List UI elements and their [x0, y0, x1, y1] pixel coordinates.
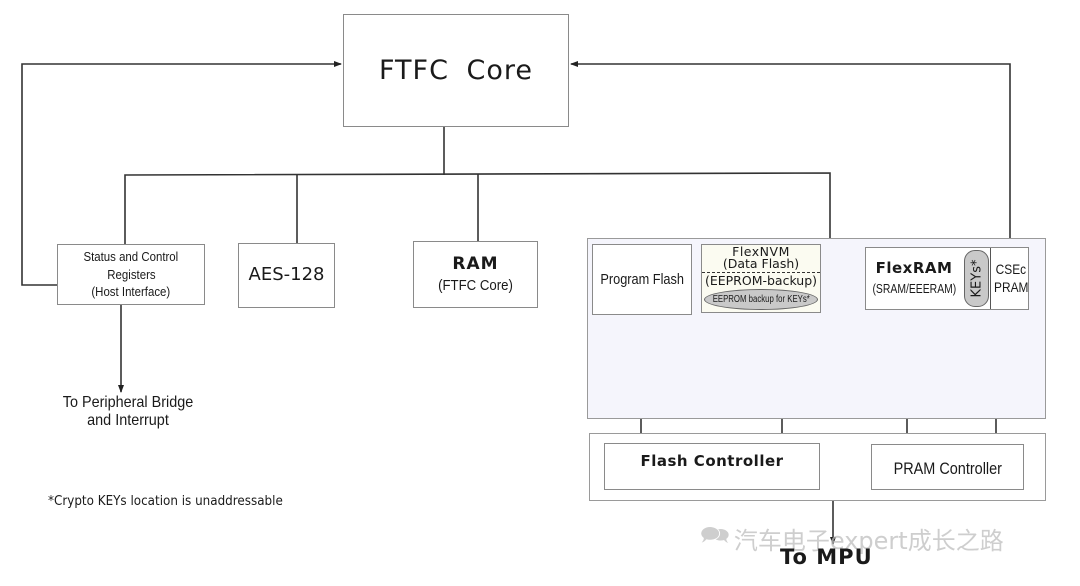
to-peripheral-label: To Peripheral Bridge and Interrupt	[47, 394, 209, 431]
keys-backup-label: EEPROM backup for KEYs*	[712, 293, 810, 305]
flexnvm-block: FlexNVM (Data Flash) (EEPROM-backup) EEP…	[701, 244, 821, 313]
edge-status-to-ftfc	[21, 61, 342, 286]
wechat-icon: 🗪	[700, 521, 730, 549]
edge-csec-ftfc	[570, 61, 1013, 246]
flexnvm-dashed-divider	[702, 271, 820, 273]
ram-block: RAM (FTFC Core)	[413, 241, 538, 308]
flexram-block: FlexRAM (SRAM/EEERAM) KEYs* CSEc PRAM	[865, 247, 1029, 310]
footnote: *Crypto KEYs location is unaddressable	[48, 494, 283, 509]
to-peripheral-line2: and Interrupt	[87, 412, 169, 430]
watermark-text: 汽车电子expert成长之路	[733, 527, 1004, 555]
csec-pram-block: CSEc PRAM	[990, 248, 1031, 309]
aes-label: AES-128	[248, 264, 325, 286]
status-regs-line3: (Host Interface)	[91, 284, 171, 300]
ftfc-core-block: FTFC Core	[343, 14, 569, 127]
pram-controller-label: PRAM Controller	[893, 459, 1002, 479]
ram-label: RAM	[452, 254, 499, 275]
keys-pill: KEYs*	[964, 250, 989, 307]
flash-controller-label: Flash Controller	[640, 451, 784, 470]
watermark: 🗪 汽车电子expert成长之路	[700, 518, 1004, 559]
status-control-registers-block: Status and Control Registers (Host Inter…	[57, 244, 205, 305]
flash-controller-block: Flash Controller	[604, 443, 820, 490]
flexnvm-label: FlexNVM	[732, 244, 790, 259]
csec-label: CSEc	[996, 261, 1027, 277]
ram-sublabel: (FTFC Core)	[438, 276, 513, 294]
flexram-label: FlexRAM	[875, 258, 953, 277]
status-regs-line2: Registers	[106, 266, 156, 282]
keys-label: KEYs*	[969, 259, 985, 298]
to-peripheral-line1: To Peripheral Bridge	[62, 394, 194, 411]
aes-128-block: AES-128	[238, 243, 335, 308]
pram-controller-block: PRAM Controller	[871, 444, 1024, 490]
ftfc-core-label: FTFC Core	[378, 54, 533, 86]
pram-label: PRAM	[994, 278, 1029, 295]
flexnvm-data-flash-label: (Data Flash)	[722, 255, 800, 271]
program-flash-block: Program Flash	[592, 244, 692, 315]
flexnvm-eeprom-backup-label: (EEPROM-backup)	[704, 272, 818, 288]
to-mpu-label: To MPU	[780, 545, 873, 569]
program-flash-label: Program Flash	[600, 270, 684, 288]
status-regs-line1: Status and Control	[83, 249, 179, 265]
keys-backup-pill: EEPROM backup for KEYs*	[704, 288, 818, 310]
flexram-sublabel: (SRAM/EEERAM)	[872, 281, 956, 297]
flexram-main: FlexRAM (SRAM/EEERAM)	[866, 248, 962, 309]
